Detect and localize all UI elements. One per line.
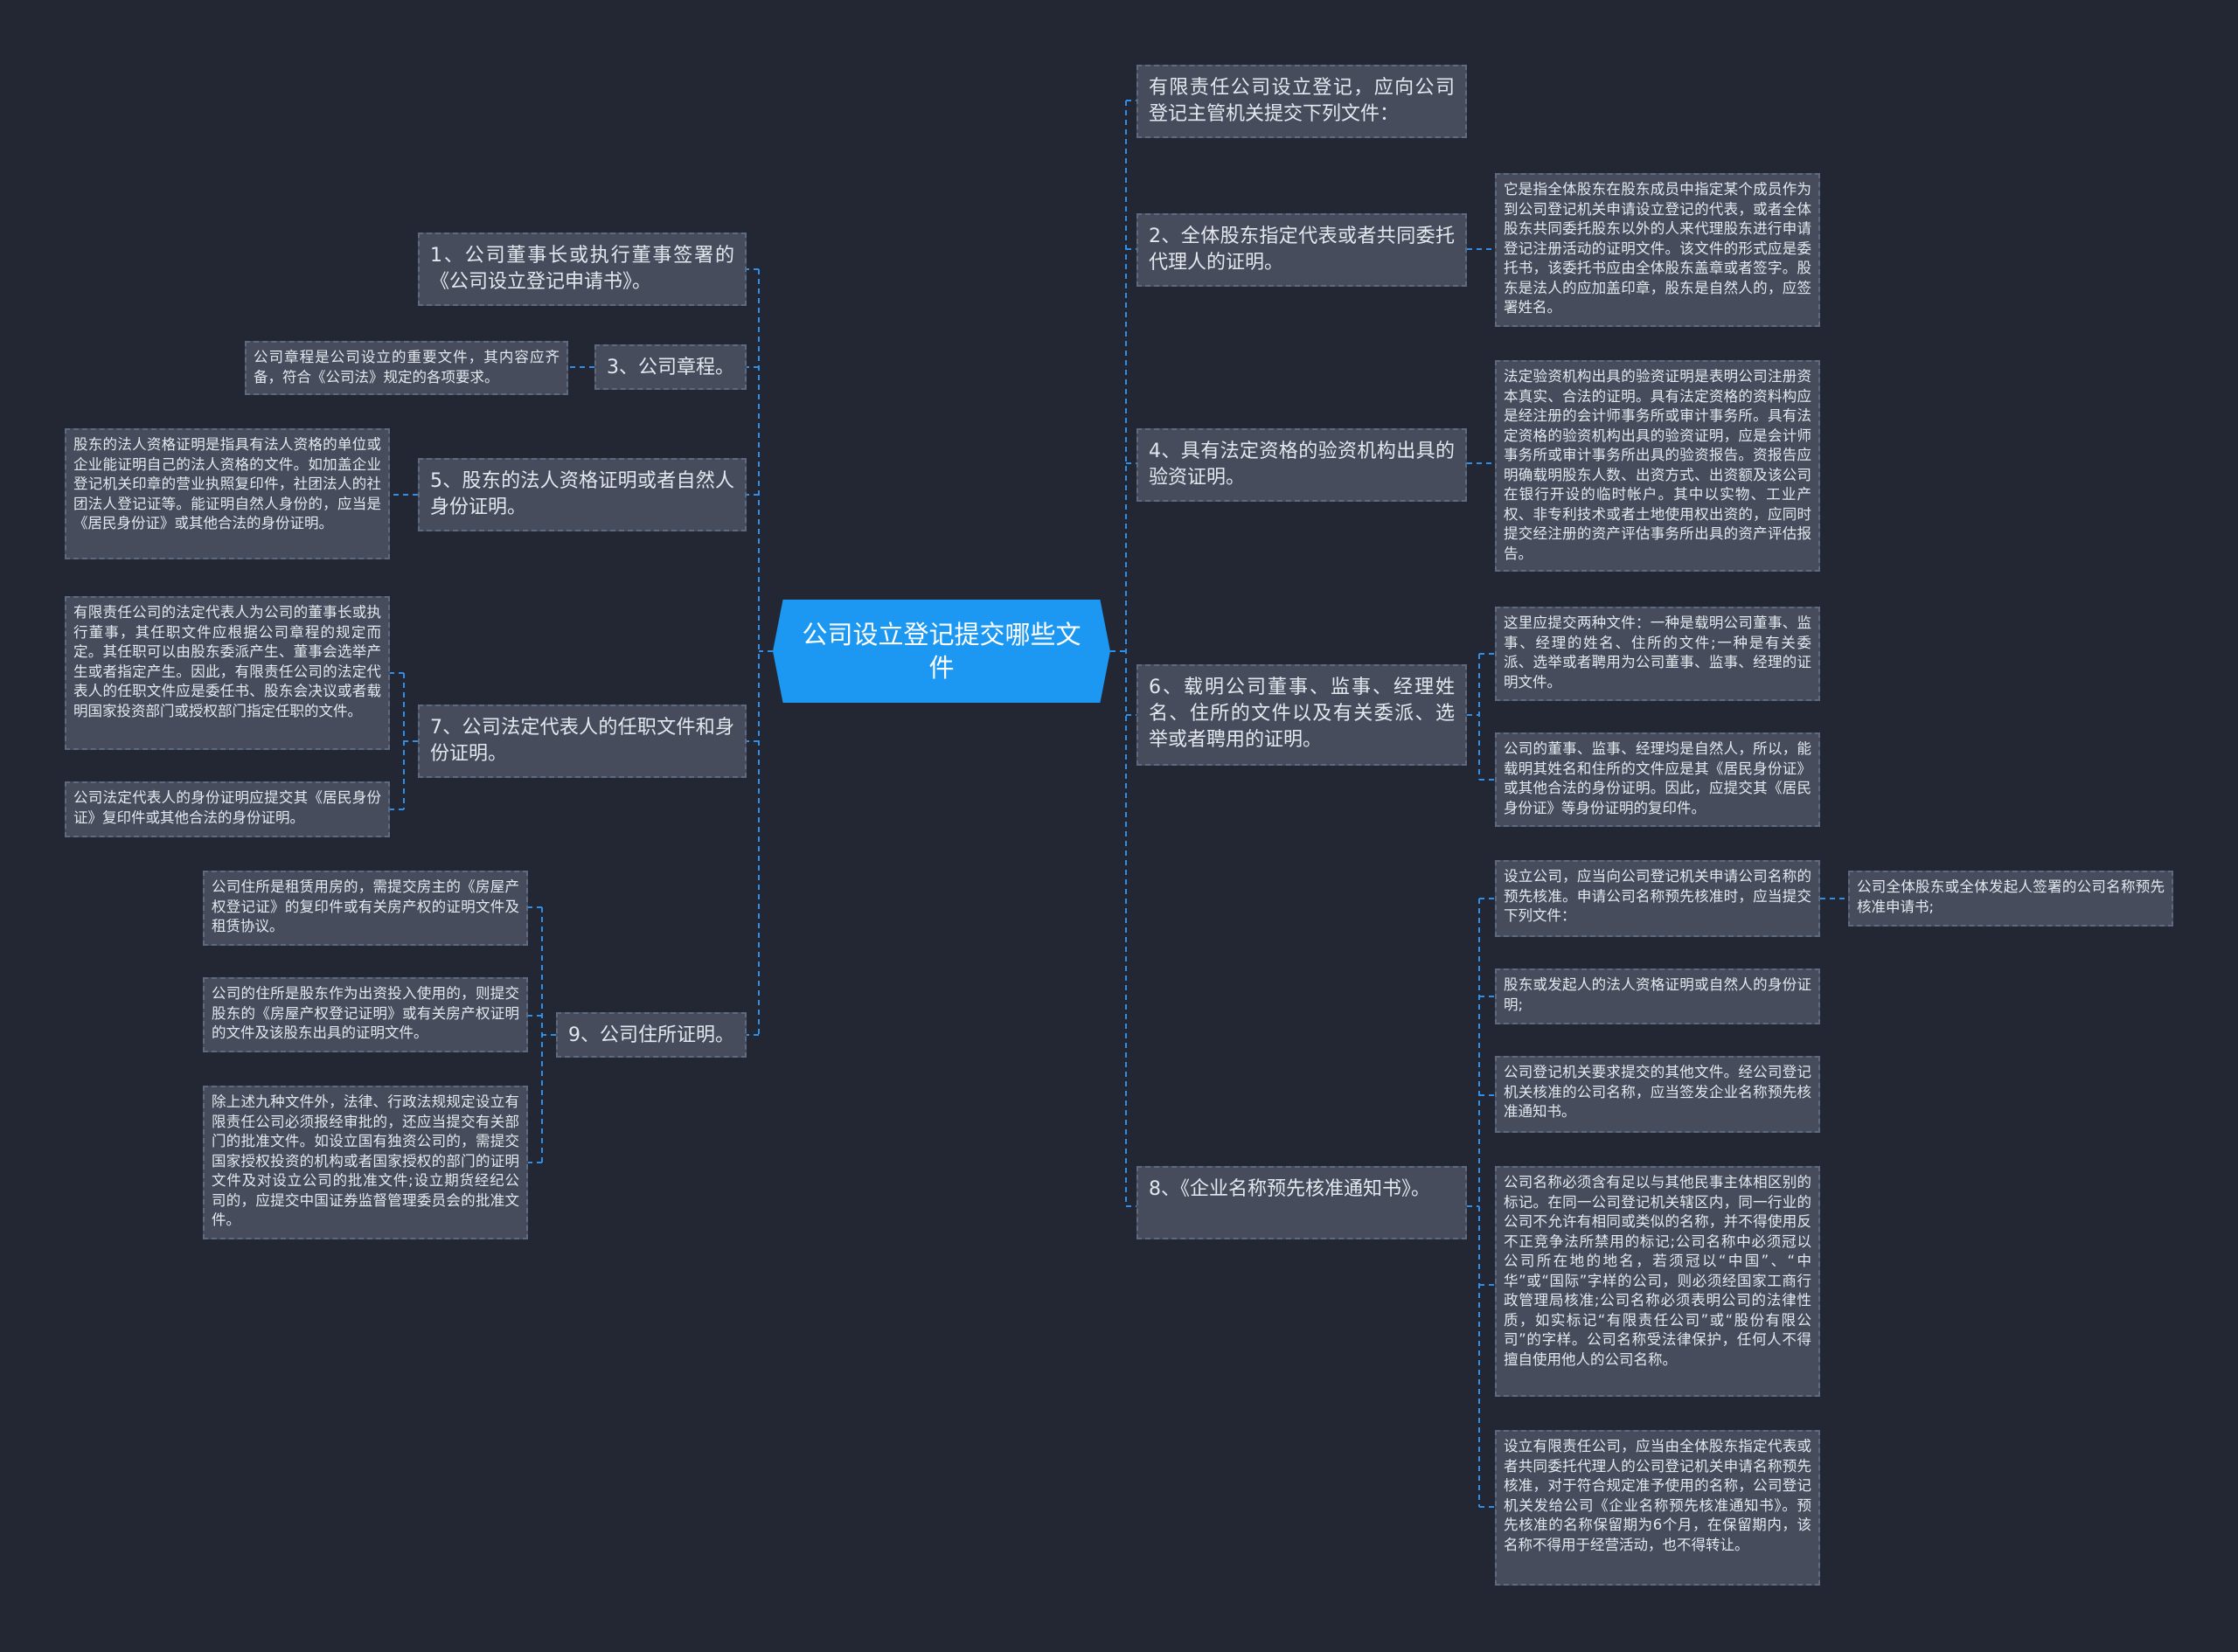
topic-r8[interactable]: 8、《企业名称预先核准通知书》。 bbox=[1136, 1166, 1467, 1239]
topic-l1[interactable]: 1、公司董事长或执行董事签署的《公司设立登记申请书》。 bbox=[418, 233, 747, 306]
detail-r8-3[interactable]: 公司登记机关要求提交的其他文件。经公司登记机关核准的公司名称，应当签发企业名称预… bbox=[1495, 1056, 1820, 1133]
topic-r0[interactable]: 有限责任公司设立登记，应向公司登记主管机关提交下列文件： bbox=[1136, 65, 1467, 138]
connector-r8-trunk bbox=[1467, 899, 1480, 1507]
detail-l5[interactable]: 股东的法人资格证明是指具有法人资格的单位或企业能证明自己的法人资格的文件。如加盖… bbox=[65, 428, 390, 559]
detail-r8-4[interactable]: 公司名称必须含有足以与其他民事主体相区别的标记。在同一公司登记机关辖区内，同一行… bbox=[1495, 1166, 1820, 1397]
detail-l9-1[interactable]: 公司住所是租赁用房的，需提交房主的《房屋产权登记证》的复印件或有关房产权的证明文… bbox=[203, 871, 528, 946]
detail-r8-1a[interactable]: 公司全体股东或全体发起人签署的公司名称预先核准申请书; bbox=[1848, 871, 2173, 927]
detail-r4[interactable]: 法定验资机构出具的验资证明是表明公司注册资本真实、合法的证明。具有法定资格的资料… bbox=[1495, 360, 1820, 572]
connector-r6-trunk bbox=[1467, 654, 1480, 780]
topic-r4[interactable]: 4、具有法定资格的验资机构出具的验资证明。 bbox=[1136, 428, 1467, 502]
detail-r6-2[interactable]: 公司的董事、监事、经理均是自然人，所以，能载明其姓名和住所的文件应是其《居民身份… bbox=[1495, 732, 1820, 827]
detail-l9-2[interactable]: 公司的住所是股东作为出资投入使用的，则提交股东的《房屋产权登记证明》或有关房产权… bbox=[203, 977, 528, 1052]
detail-l7-1[interactable]: 有限责任公司的法定代表人为公司的董事长或执行董事，其任职文件应根据公司章程的规定… bbox=[65, 596, 390, 750]
topic-l7[interactable]: 7、公司法定代表人的任职文件和身份证明。 bbox=[418, 705, 747, 778]
root-topic[interactable]: 公司设立登记提交哪些文件 bbox=[773, 600, 1110, 703]
detail-l3[interactable]: 公司章程是公司设立的重要文件，其内容应齐备，符合《公司法》规定的各项要求。 bbox=[245, 341, 568, 395]
detail-r6-1[interactable]: 这里应提交两种文件：一种是载明公司董事、监事、经理的姓名、住所的文件;一种是有关… bbox=[1495, 607, 1820, 701]
topic-l5[interactable]: 5、股东的法人资格证明或者自然人身份证明。 bbox=[418, 458, 747, 531]
connector-l7-trunk bbox=[403, 673, 418, 809]
detail-r8-1[interactable]: 设立公司，应当向公司登记机关申请公司名称的预先核准。申请公司名称预先核准时，应当… bbox=[1495, 860, 1820, 937]
detail-r8-2[interactable]: 股东或发起人的法人资格证明或自然人的身份证明; bbox=[1495, 968, 1820, 1024]
topic-r2[interactable]: 2、全体股东指定代表或者共同委托代理人的证明。 bbox=[1136, 213, 1467, 287]
detail-l9-3[interactable]: 除上述九种文件外，法律、行政法规规定设立有限责任公司必须报经审批的，还应当提交有… bbox=[203, 1086, 528, 1239]
connector-l9-trunk bbox=[541, 907, 556, 1163]
detail-l7-2[interactable]: 公司法定代表人的身份证明应提交其《居民身份证》复印件或其他合法的身份证明。 bbox=[65, 781, 390, 837]
detail-r2[interactable]: 它是指全体股东在股东成员中指定某个成员作为到公司登记机关申请设立登记的代表，或者… bbox=[1495, 173, 1820, 327]
topic-r6[interactable]: 6、载明公司董事、监事、经理姓名、住所的文件以及有关委派、选举或者聘用的证明。 bbox=[1136, 664, 1467, 766]
topic-l9[interactable]: 9、公司住所证明。 bbox=[556, 1012, 747, 1058]
detail-r8-5[interactable]: 设立有限责任公司，应当由全体股东指定代表或者共同委托代理人的公司登记机关申请名称… bbox=[1495, 1430, 1820, 1586]
topic-l3[interactable]: 3、公司章程。 bbox=[594, 344, 747, 390]
